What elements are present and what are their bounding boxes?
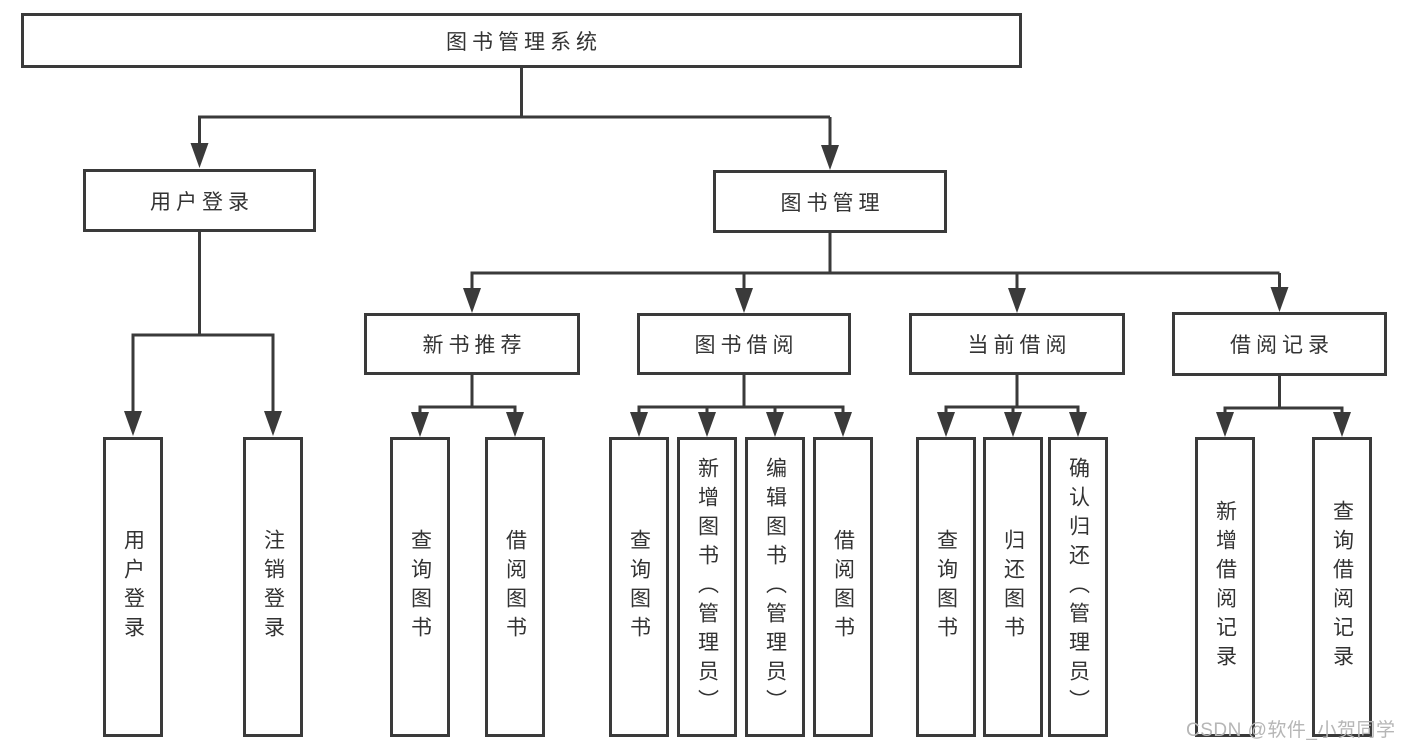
leaf-label: 用户登录 [121,529,145,645]
leaf-label: 归还图书 [1001,529,1025,645]
node-label: 借阅记录 [1230,334,1334,357]
leaf-query-books-current: 查询图书 [916,437,976,737]
leaf-edit-books-admin: 编辑图书（管理员） [745,437,805,737]
leaf-borrow-books: 借阅图书 [813,437,873,737]
node-library-system: 图书管理系统 [21,13,1022,68]
leaf-label: 编辑图书（管理员） [763,456,787,718]
node-borrowing-records: 借阅记录 [1172,312,1387,376]
node-label: 图书管理 [780,191,885,215]
leaf-query-borrow-record: 查询借阅记录 [1312,437,1372,737]
node-book-management: 图书管理 [713,170,947,233]
leaf-add-borrow-record: 新增借阅记录 [1195,437,1255,737]
leaf-return-books: 归还图书 [983,437,1043,737]
leaf-label: 借阅图书 [503,529,527,645]
csdn-watermark: CSDN @软件_小贺同学 [1186,720,1396,741]
leaf-label: 借阅图书 [831,529,855,645]
leaf-confirm-return-admin: 确认归还（管理员） [1048,437,1108,737]
leaf-user-login: 用户登录 [103,437,163,737]
leaf-label: 新增图书（管理员） [695,456,719,718]
leaf-label: 确认归还（管理员） [1066,456,1090,718]
leaf-query-books-recommend: 查询图书 [390,437,450,737]
leaf-label: 查询图书 [934,529,958,645]
leaf-label: 查询图书 [627,529,651,645]
node-new-book-recommend: 新书推荐 [364,313,580,375]
leaf-label: 查询借阅记录 [1330,500,1354,674]
node-label: 新书推荐 [422,334,527,357]
leaf-logout: 注销登录 [243,437,303,737]
leaf-label: 新增借阅记录 [1213,500,1237,674]
leaf-add-books-admin: 新增图书（管理员） [677,437,737,737]
leaf-label: 注销登录 [261,529,285,645]
connector-arrows [124,143,1351,437]
node-current-borrowing: 当前借阅 [909,313,1125,375]
node-label: 图书管理系统 [446,30,602,54]
node-label: 用户登录 [150,190,254,214]
leaf-query-books-borrowing: 查询图书 [609,437,669,737]
node-book-borrowing: 图书借阅 [637,313,851,375]
node-label: 当前借阅 [967,334,1072,357]
leaf-label: 查询图书 [408,529,432,645]
leaf-borrow-books-recommend: 借阅图书 [485,437,545,737]
node-label: 图书借阅 [694,334,799,357]
node-user-login: 用户登录 [83,169,316,232]
